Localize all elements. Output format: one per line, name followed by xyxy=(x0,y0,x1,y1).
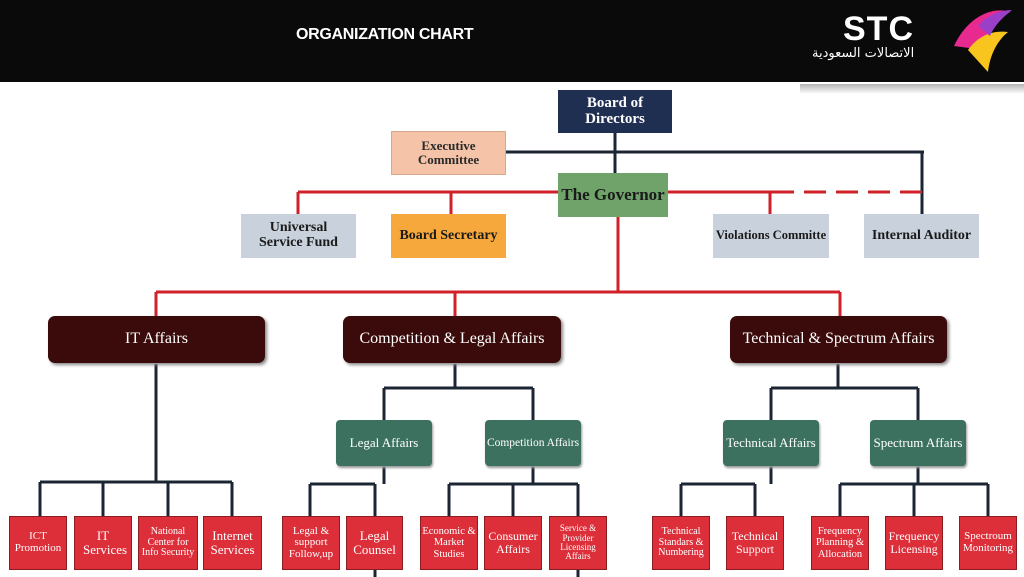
stc-logo-text: STC xyxy=(843,10,914,48)
technical-spectrum-affairs-box: Technical & Spectrum Affairs xyxy=(730,316,947,363)
unit-technical-standards-numbering: Technical Standars & Numbering xyxy=(652,516,710,570)
governor-label: The Governor xyxy=(561,185,665,205)
unit-label: Economic & Market Studies xyxy=(422,526,476,560)
page-title: ORGANIZATION CHART xyxy=(296,26,474,43)
board-of-directors-label: Board of Directors xyxy=(585,94,645,127)
board-secretary-label: Board Secretary xyxy=(399,227,498,243)
unit-label: Spectroum Monitoring xyxy=(962,530,1014,554)
header-bar: ORGANIZATION CHART STC الاتصالات السعودي… xyxy=(0,0,1024,82)
violations-committee-label: Violations Committe xyxy=(715,228,827,243)
technical-affairs-label: Technical Affairs xyxy=(726,435,816,451)
internal-auditor-label: Internal Auditor xyxy=(871,227,972,243)
unit-legal-counsel: Legal Counsel xyxy=(346,516,403,570)
spectrum-affairs-label: Spectrum Affairs xyxy=(873,435,963,451)
unit-label: Service & Provider Licensing Affairs xyxy=(559,523,597,562)
competition-affairs-label: Competition Affairs xyxy=(486,436,580,449)
unit-economic-market-studies: Economic & Market Studies xyxy=(420,516,478,570)
unit-label: National Center for Info Security xyxy=(141,526,195,559)
unit-label: Technical Support xyxy=(731,529,779,556)
violations-committee-box: Violations Committe xyxy=(713,214,829,258)
unit-technical-support: Technical Support xyxy=(726,516,784,570)
board-secretary-box: Board Secretary xyxy=(391,214,506,258)
it-affairs-label: IT Affairs xyxy=(125,330,188,348)
unit-national-center-info-security: National Center for Info Security xyxy=(138,516,198,570)
unit-legal-support-followup: Legal & support Follow,up xyxy=(282,516,340,570)
internal-auditor-box: Internal Auditor xyxy=(864,214,979,258)
spectrum-affairs-box: Spectrum Affairs xyxy=(870,420,966,466)
unit-spectrum-monitoring: Spectroum Monitoring xyxy=(959,516,1017,570)
technical-affairs-box: Technical Affairs xyxy=(723,420,819,466)
executive-committee-box: Executive Committee xyxy=(391,131,506,175)
stc-logo-arabic: الاتصالات السعودية xyxy=(812,46,915,61)
competition-legal-affairs-box: Competition & Legal Affairs xyxy=(343,316,561,363)
stc-logo-icon xyxy=(954,10,1012,72)
legal-affairs-box: Legal Affairs xyxy=(336,420,432,466)
unit-label: IT Services xyxy=(83,528,128,557)
executive-committee-label: Executive Committee xyxy=(417,138,480,167)
unit-service-provider-licensing: Service & Provider Licensing Affairs xyxy=(549,516,607,570)
unit-label: Legal Counsel xyxy=(353,528,396,557)
unit-frequency-planning-allocation: Frequency Planning & Allocation xyxy=(811,516,869,570)
unit-label: Technical Standars & Numbering xyxy=(658,526,704,559)
unit-label: Consumer Affairs xyxy=(488,529,538,556)
legal-affairs-label: Legal Affairs xyxy=(349,435,419,451)
unit-consumer-affairs: Consumer Affairs xyxy=(484,516,542,570)
technical-spectrum-affairs-label: Technical & Spectrum Affairs xyxy=(742,330,935,348)
universal-service-fund-box: Universal Service Fund xyxy=(241,214,356,258)
unit-label: Internet Services xyxy=(210,528,255,557)
unit-it-services: IT Services xyxy=(74,516,132,570)
unit-label: Legal & support Follow,up xyxy=(288,524,334,560)
competition-affairs-box: Competition Affairs xyxy=(485,420,581,466)
unit-internet-services: Internet Services xyxy=(203,516,262,570)
unit-label: ICT Promotion xyxy=(14,530,62,554)
governor-box: The Governor xyxy=(558,173,668,217)
universal-service-fund-label: Universal Service Fund xyxy=(259,220,338,250)
header-shadow xyxy=(800,84,1024,94)
it-affairs-box: IT Affairs xyxy=(48,316,265,363)
board-of-directors-box: Board of Directors xyxy=(558,90,672,133)
unit-ict-promotion: ICT Promotion xyxy=(9,516,67,570)
competition-legal-affairs-label: Competition & Legal Affairs xyxy=(359,330,545,348)
unit-label: Frequency Licensing xyxy=(888,529,940,556)
unit-label: Frequency Planning & Allocation xyxy=(815,526,865,560)
unit-frequency-licensing: Frequency Licensing xyxy=(885,516,943,570)
